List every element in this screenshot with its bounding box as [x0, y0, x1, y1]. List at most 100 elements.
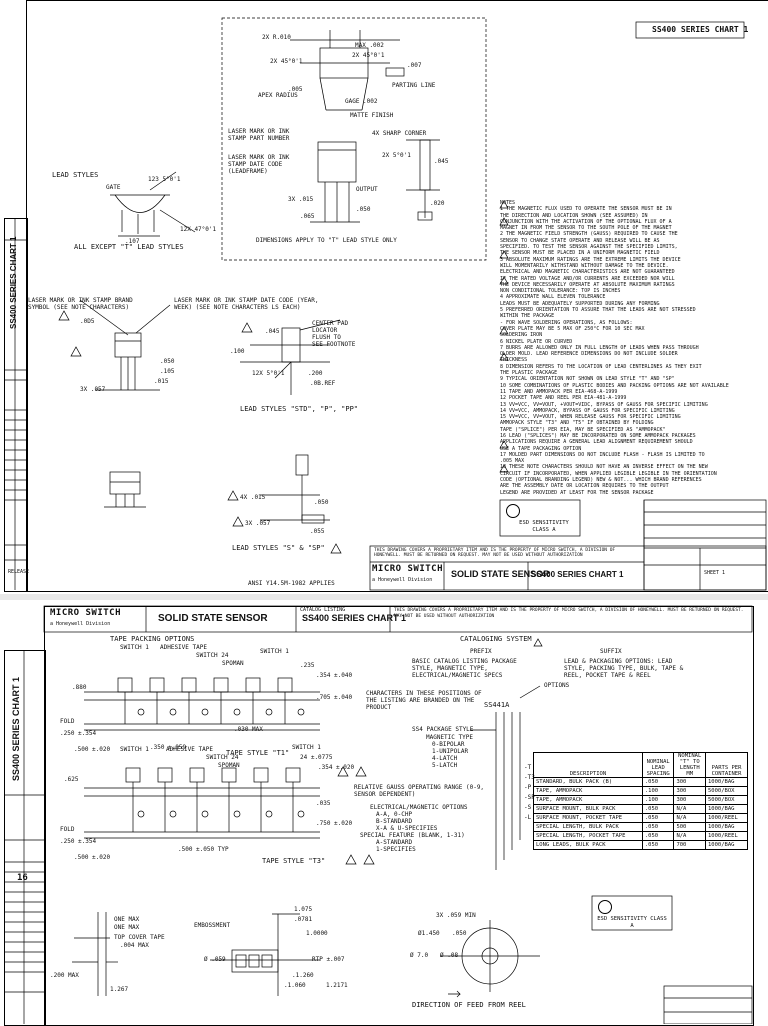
table-cell: 300 [673, 777, 706, 787]
notes-line: 8 DIMENSION REFERS TO THE LOCATION OF LE… [500, 363, 702, 370]
dimensions-note: DIMENSIONS APPLY TO "T" LEAD STYLE ONLY [256, 237, 397, 244]
drawing-sheet-1: SS400 SERIES CHART 1 RELEASE [4, 0, 768, 592]
t1-500: .500 ±.020 [74, 746, 111, 753]
t1-250: .250 ±.354 [60, 730, 97, 737]
notes-line: MAGNET IN FROM THE SENSOR TO THE SOUTH P… [500, 225, 672, 232]
tree-gauss-range: RELATIVE GAUSS OPERATING RANGE (0-9, SEN… [354, 784, 485, 798]
callout-12x47: 12X 47°0'1 [180, 226, 217, 233]
notes-line: 1 THE MAGNETIC FLUX USED TO OPERATE THE … [500, 206, 672, 213]
callout-045: .045 [434, 158, 449, 165]
notes-line: APPLICATIONS REQUIRE A GENERAL LEAD ALIG… [500, 439, 693, 446]
suffix-code: -L [524, 814, 532, 821]
notes-line: THE DEVICE NECESSARILY OPERATE AT ABSOLU… [500, 281, 675, 288]
table-row: SPECIAL LENGTH, POCKET TAPE .050 N/A 100… [533, 831, 748, 841]
table-cell: 500 [673, 822, 706, 832]
disclaimer-2: THIS DRAWING COVERS A PROPRIETARY ITEM A… [394, 608, 744, 619]
callout-3x015: 3X .015 [288, 196, 314, 203]
tree-1-specifies: 1-SPECIFIES [376, 846, 416, 853]
table-row: SURFACE MOUNT, BULK PACK .050 N/A 1000/B… [533, 804, 748, 814]
table-cell: 300 [673, 786, 706, 796]
t1-350: .350 ±.059 [150, 744, 187, 751]
tape-packing-title: TAPE PACKING OPTIONS [110, 635, 195, 643]
notes-line: AMMOPACK STYLE "T3" AND "T5" IF OBTAINED… [500, 420, 654, 427]
sheet-1-linework [4, 17, 767, 591]
catalog-code: SS441A [484, 701, 510, 709]
table-cell: SURFACE MOUNT, POCKET TAPE [533, 813, 643, 823]
notes-line: USE A TAPE PACKAGING OPTION [500, 445, 582, 452]
callout-065: .065 [300, 213, 315, 220]
callout-gate: GATE [106, 184, 121, 191]
t3-354: .354 ±.020 [318, 764, 355, 771]
table-cell: 1000/BAG [705, 840, 748, 850]
callout-center-pad: CENTER PAD [312, 320, 349, 327]
esd-label-2: ESD SENSITIVITY CLASS A [597, 916, 667, 929]
t1-adhesive: ADHESIVE TAPE [160, 644, 207, 651]
notes-line: SPECIFIED. TO TEST THE SENSOR AGAINST TH… [500, 244, 678, 251]
callout-flush: FLUSH TO [312, 334, 341, 341]
notes-line: 17 MOLDED PART DIMENSIONS DO NOT INCLUDE… [500, 451, 705, 458]
bl-onemax-a: ONE MAX [114, 916, 140, 923]
notes-line: .005 MAX [500, 458, 525, 465]
bm-059: Ø .059 [204, 956, 226, 963]
notes-line: CODE (OPTIONAL BRANDING LEGEND) NEW & NO… [500, 477, 702, 484]
catalog-listing-label: CATALOG LISTING [300, 607, 346, 613]
notes-line: THICKNESS [500, 357, 528, 364]
callout-005: .005 [288, 86, 303, 93]
notes-block: NOTES 1 THE MAGNETIC FLUX USED TO OPERAT… [500, 200, 745, 496]
product-title-2: SOLID STATE SENSOR [158, 613, 268, 624]
table-cell: SURFACE MOUNT, BULK PACK [533, 804, 643, 814]
table-cell: 1000/BAG [705, 804, 748, 814]
br-050: .050 [452, 930, 467, 937]
tree-specifies: X-A & U-SPECIFIES [376, 825, 438, 832]
notes-line: 14 VV=VCC, AMMOPACK, BYPASS OF GAUSS FOR… [500, 407, 675, 414]
esd-symbol-icon [598, 900, 612, 914]
callout-laser-date-code: LASER MARK OR INK STAMP DATE CODE (LEADF… [228, 154, 290, 175]
t3-switch1b: SWITCH 1 [292, 744, 321, 751]
notes-line: 15 VV=VCC, VV=VOUT, WHEN RELEASE GAUSS F… [500, 414, 681, 421]
table-cell: 1000/REEL [705, 813, 748, 823]
tree-unipolar: 1-UNIPOLAR [432, 748, 469, 755]
t3-625: .625 [64, 776, 79, 783]
tree-special-feature: SPECIAL FEATURE (BLANK, 1-31) [360, 832, 465, 839]
br-7: Ø 7.0 [410, 952, 429, 959]
suffix-code: -T3 [524, 774, 535, 781]
bm-embossment: EMBOSSMENT [194, 922, 231, 929]
bm-1060: .1.060 [284, 982, 306, 989]
suffix-code: -SP [524, 794, 535, 801]
bm-1000: 1.0000 [306, 930, 328, 937]
table-cell: .100 [641, 786, 675, 796]
notes-line: CONJUNCTION WITH THE ACTIVATION OF THE O… [500, 218, 672, 225]
br-3x059: 3X .059 MIN [436, 912, 476, 919]
callout-0bref: .0B.REF [310, 380, 336, 387]
notes-line: 13 VV=VCC, VV=VOUT, +VOUT=VIDC, BYPASS O… [500, 401, 708, 408]
tape-style-t1-caption: TAPE STYLE "T1" [226, 749, 290, 757]
tree-a-chp: A-A, 0-CHP [376, 811, 413, 818]
notes-line: 12 POCKET TAPE AND REEL PER EIA-481-A-19… [500, 395, 627, 402]
table-cell: TAPE, AMMOPACK [533, 786, 643, 796]
tree-a-standard: A-STANDARD [376, 839, 413, 846]
label-date-code: LASER MARK OR INK STAMP DATE CODE (YEAR,… [174, 297, 319, 311]
table-row: SURFACE MOUNT, POCKET TAPE .050 N/A 1000… [533, 813, 748, 823]
table-cell: STANDARD, BULK PACK (B) [533, 777, 643, 787]
t3-035: .035 [316, 800, 331, 807]
tree-latch5: 5-LATCH [432, 762, 458, 769]
callout-parting-line: PARTING LINE [392, 82, 436, 89]
notes-line: COVER PLATE MAY BE 5 MAX OF 250°C FOR 10… [500, 325, 645, 332]
table-cell: .100 [641, 795, 675, 805]
sheet-1-side-strip: SS400 SERIES CHART 1 RELEASE [4, 218, 29, 592]
table-cell: 300 [673, 795, 706, 805]
lead-styles-title: LEAD STYLES [52, 171, 99, 179]
t1-switch1b: SWITCH 1 [260, 648, 289, 655]
chart-title: SS400 SERIES CHART 1 [531, 570, 624, 579]
table-row: SPECIAL LENGTH, BULK PACK .050 500 1000/… [533, 822, 748, 832]
table-cell: SPECIAL LENGTH, POCKET TAPE [533, 831, 643, 841]
table-row: TAPE, AMMOPACK .100 300 5000/BOX [533, 786, 748, 796]
bl-200max: .200 MAX [50, 972, 79, 979]
t3-spoman: SPOMAN [218, 762, 240, 769]
callout-4x015: 4X .015 [240, 494, 266, 501]
table-cell: TAPE, AMMOPACK [533, 795, 643, 805]
table-cell: SPECIAL LENGTH, BULK PACK [533, 822, 643, 832]
bm-rtp: RTP ±.007 [312, 956, 345, 963]
callout-gage: GAGE .002 [345, 98, 378, 105]
table-header: NOMINAL "T" TO LENGTH MM [673, 752, 706, 778]
